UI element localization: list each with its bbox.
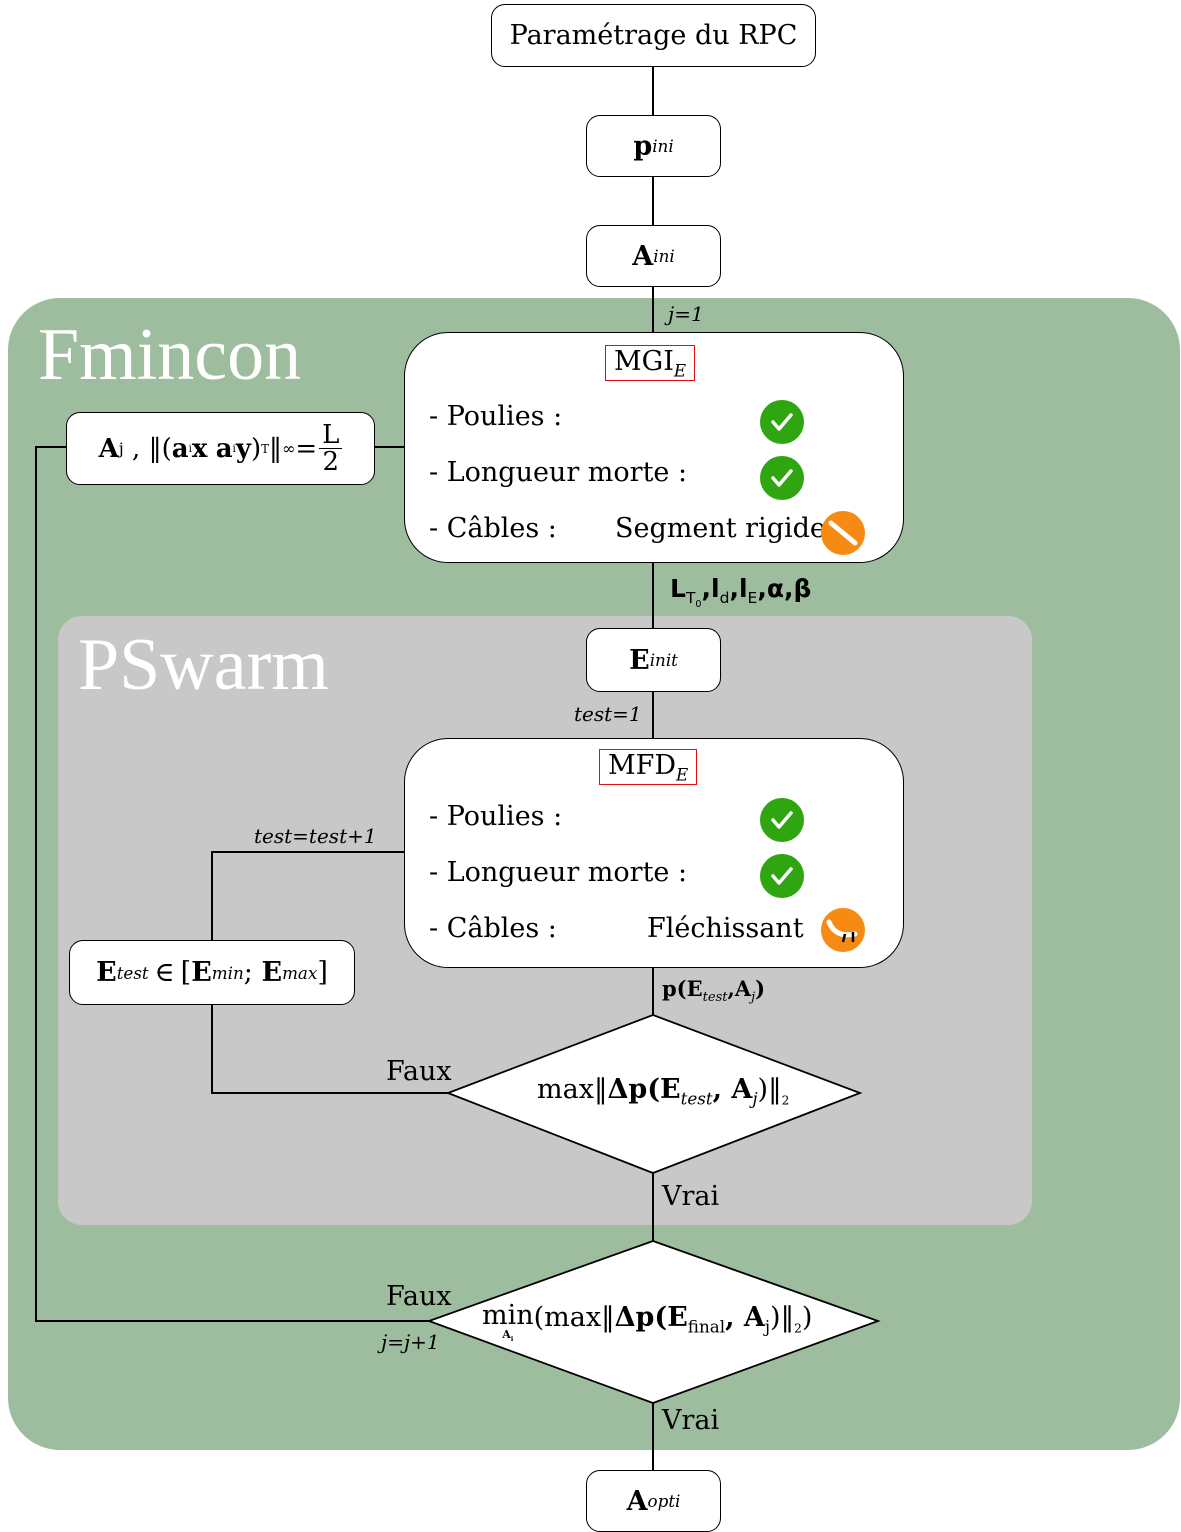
mgi-title-main: MGI xyxy=(614,346,674,377)
constraint-ai1: a xyxy=(171,433,189,464)
check-icon xyxy=(760,456,804,500)
constraint-ai2: a xyxy=(215,433,233,464)
vrai-label-1: Vrai xyxy=(662,1181,720,1212)
constraint-transpose: T xyxy=(261,441,269,456)
test-init-label: test=1 xyxy=(574,702,642,726)
constraint-a: A xyxy=(98,433,119,464)
e-init-symbol: E xyxy=(629,644,650,676)
constraint-x: x xyxy=(191,433,208,464)
j-incr-label: j=j+1 xyxy=(381,1330,440,1354)
check-icon xyxy=(760,400,804,444)
mgi-box: MGIE - Poulies : - Longueur morte : - Câ… xyxy=(404,332,904,563)
a-opti-symbol: A xyxy=(626,1485,648,1517)
e-init-subscript: init xyxy=(649,650,678,670)
constraint-infinity: ∞ xyxy=(281,439,296,458)
mfd-row-dead-length: - Longueur morte : xyxy=(429,857,688,888)
constraint-fraction: L 2 xyxy=(319,422,343,477)
constraint-y: y xyxy=(235,433,251,464)
constraint-numerator: L xyxy=(319,422,343,449)
mfd-output-label: p(Etest,Aj) xyxy=(662,976,766,1006)
constraint-eq: = xyxy=(295,433,318,464)
constraint-a-sub: j xyxy=(118,439,124,458)
mfd-cable-model: Fléchissant xyxy=(647,913,804,944)
p-ini-subscript: ini xyxy=(652,136,674,156)
mgi-row-pulleys: - Poulies : xyxy=(429,401,563,432)
p-ini-symbol: p xyxy=(633,130,653,162)
mgi-title-sub: E xyxy=(673,360,687,381)
faux-label-2: Faux xyxy=(386,1281,452,1312)
check-icon xyxy=(760,854,804,898)
start-box: Paramétrage du RPC xyxy=(491,4,816,67)
test-incr-label: test=test+1 xyxy=(254,824,377,848)
vrai-label-2: Vrai xyxy=(662,1405,720,1436)
a-ini-symbol: A xyxy=(632,240,654,272)
faux-label-1: Faux xyxy=(386,1056,452,1087)
a-opti-subscript: opti xyxy=(647,1491,681,1511)
decision2-text: min Ai (max‖Δp(Efinal, Aj)‖2) xyxy=(482,1300,813,1344)
no-entry-icon xyxy=(821,511,865,555)
fmincon-label: Fmincon xyxy=(38,314,302,396)
a-ini-subscript: ini xyxy=(653,246,675,266)
mfd-row-pulleys: - Poulies : xyxy=(429,801,563,832)
mfd-row-cables: - Câbles : xyxy=(429,913,557,944)
mfd-title: MFDE xyxy=(599,749,698,786)
constraint-norm-open: ‖( xyxy=(148,433,172,464)
decision1-text: max‖Δp(Etest, Aj)‖2 xyxy=(537,1074,790,1109)
pswarm-label: PSwarm xyxy=(78,624,329,706)
mgi-title: MGIE xyxy=(605,345,696,382)
constraint-denominator: 2 xyxy=(322,447,340,477)
mgi-cable-model: Segment rigide xyxy=(615,513,826,544)
mgi-row-cables: - Câbles : xyxy=(429,513,557,544)
j-init-label: j=1 xyxy=(668,302,704,326)
sagging-cable-icon xyxy=(821,908,865,952)
mfd-title-sub: E xyxy=(676,764,689,785)
mgi-row-dead-length: - Longueur morte : xyxy=(429,457,688,488)
mfd-box: MFDE - Poulies : - Longueur morte : - Câ… xyxy=(404,738,904,968)
mgi-output-label: LT0,ld,lE,α,β xyxy=(670,574,812,611)
check-icon xyxy=(760,798,804,842)
start-label: Paramétrage du RPC xyxy=(509,20,798,51)
mfd-title-main: MFD xyxy=(608,750,677,781)
